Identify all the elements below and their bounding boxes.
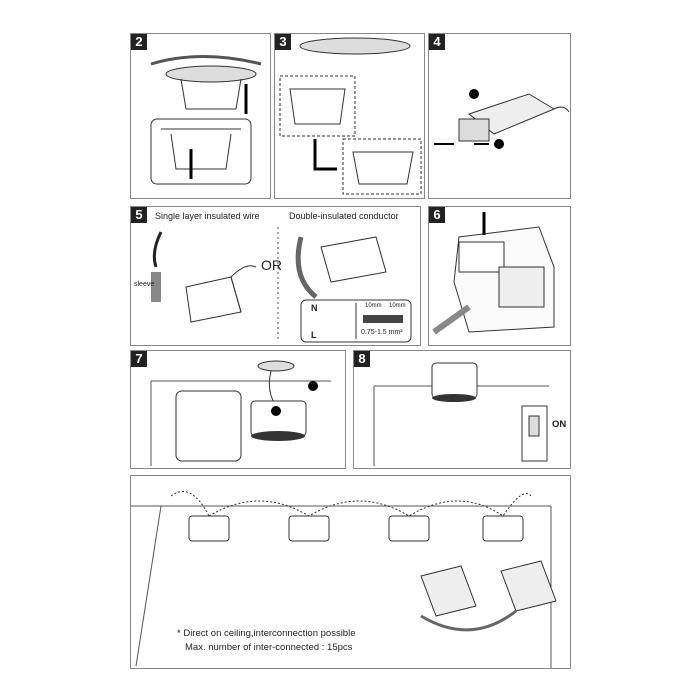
- footer-note-line2: Max. number of inter-connected : 15pcs: [185, 642, 353, 653]
- step-number: 7: [131, 351, 147, 367]
- step-3-panel: 3: [274, 33, 425, 199]
- double-insulated-label: Double-insulated conductor: [289, 211, 399, 221]
- step-2-panel: 2: [130, 33, 271, 199]
- mounting-plate-illustration: [150, 55, 262, 185]
- sleeve-label: sleeve: [134, 281, 155, 288]
- step-number: 6: [429, 207, 445, 223]
- switch-on-illustration: [373, 362, 549, 466]
- footer-note-line1: * Direct on ceiling,interconnection poss…: [177, 628, 356, 639]
- terminal-l-label: L: [311, 330, 317, 340]
- strip-length-1: 10mm: [365, 303, 382, 309]
- terminal-n-label: N: [311, 303, 318, 313]
- step-8-panel: 8 ON: [353, 350, 571, 469]
- step-6-panel: 6: [428, 206, 571, 346]
- step-number: 3: [275, 34, 291, 50]
- step-5-panel: 5 Single layer insulated wire Double-ins…: [130, 206, 421, 346]
- step-7-panel: 7: [130, 350, 346, 469]
- step-number: 4: [429, 34, 445, 50]
- driver-connector-illustration: [434, 89, 570, 149]
- luminaire-attach-illustration: [150, 360, 331, 466]
- wire-gauge-label: 0.75-1.5 mm²: [361, 329, 403, 336]
- driver-insertion-illustration: [432, 212, 555, 335]
- switch-on-label: ON: [552, 419, 567, 430]
- step-number: 2: [131, 34, 147, 50]
- single-layer-wire-label: Single layer insulated wire: [155, 211, 260, 221]
- step-number: 8: [354, 351, 370, 367]
- plate-removal-illustration: [279, 37, 422, 195]
- step-number: 5: [131, 207, 147, 223]
- interconnection-panel: * Direct on ceiling,interconnection poss…: [130, 475, 571, 669]
- or-label: OR: [261, 257, 282, 273]
- interconnected-luminaires-illustration: [131, 491, 557, 668]
- step-4-panel: 4: [428, 33, 571, 199]
- wiring-illustration: [151, 227, 412, 343]
- strip-length-2: 10mm: [389, 303, 406, 309]
